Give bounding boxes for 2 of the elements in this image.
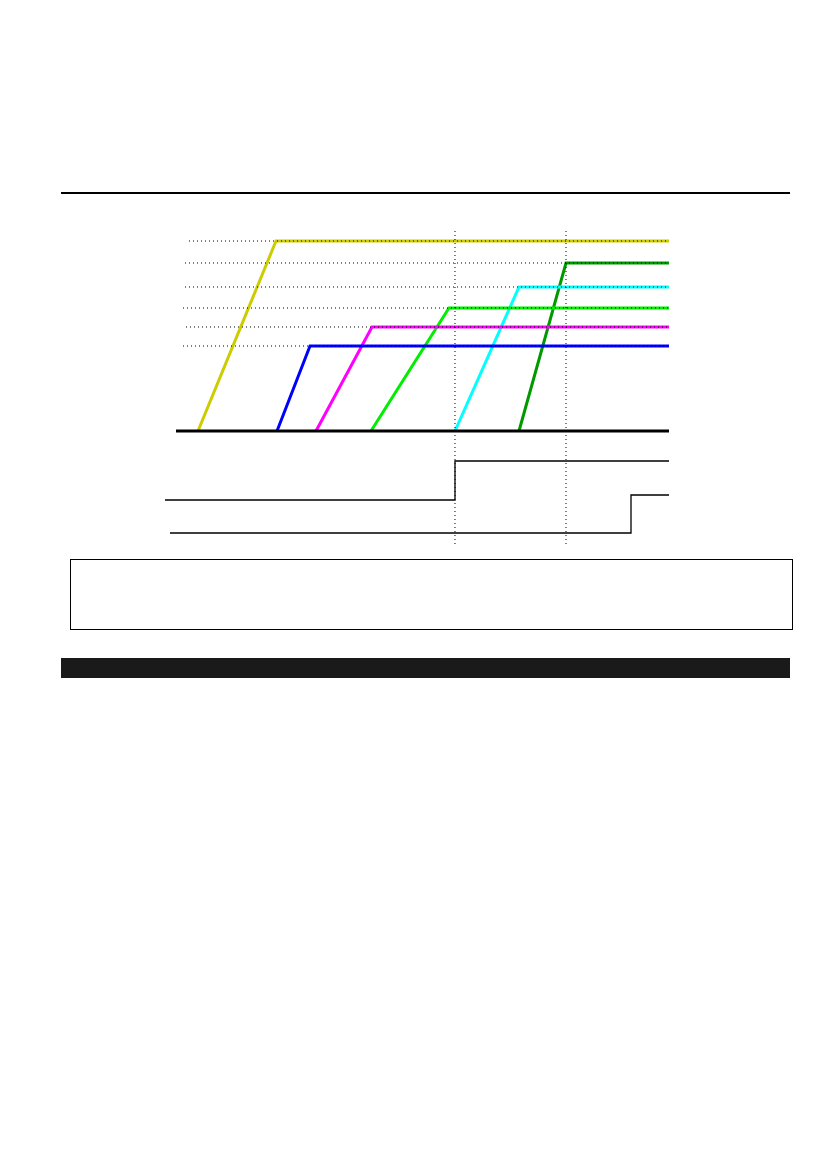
empty-frame — [70, 559, 793, 630]
section-header-bar — [61, 658, 790, 678]
